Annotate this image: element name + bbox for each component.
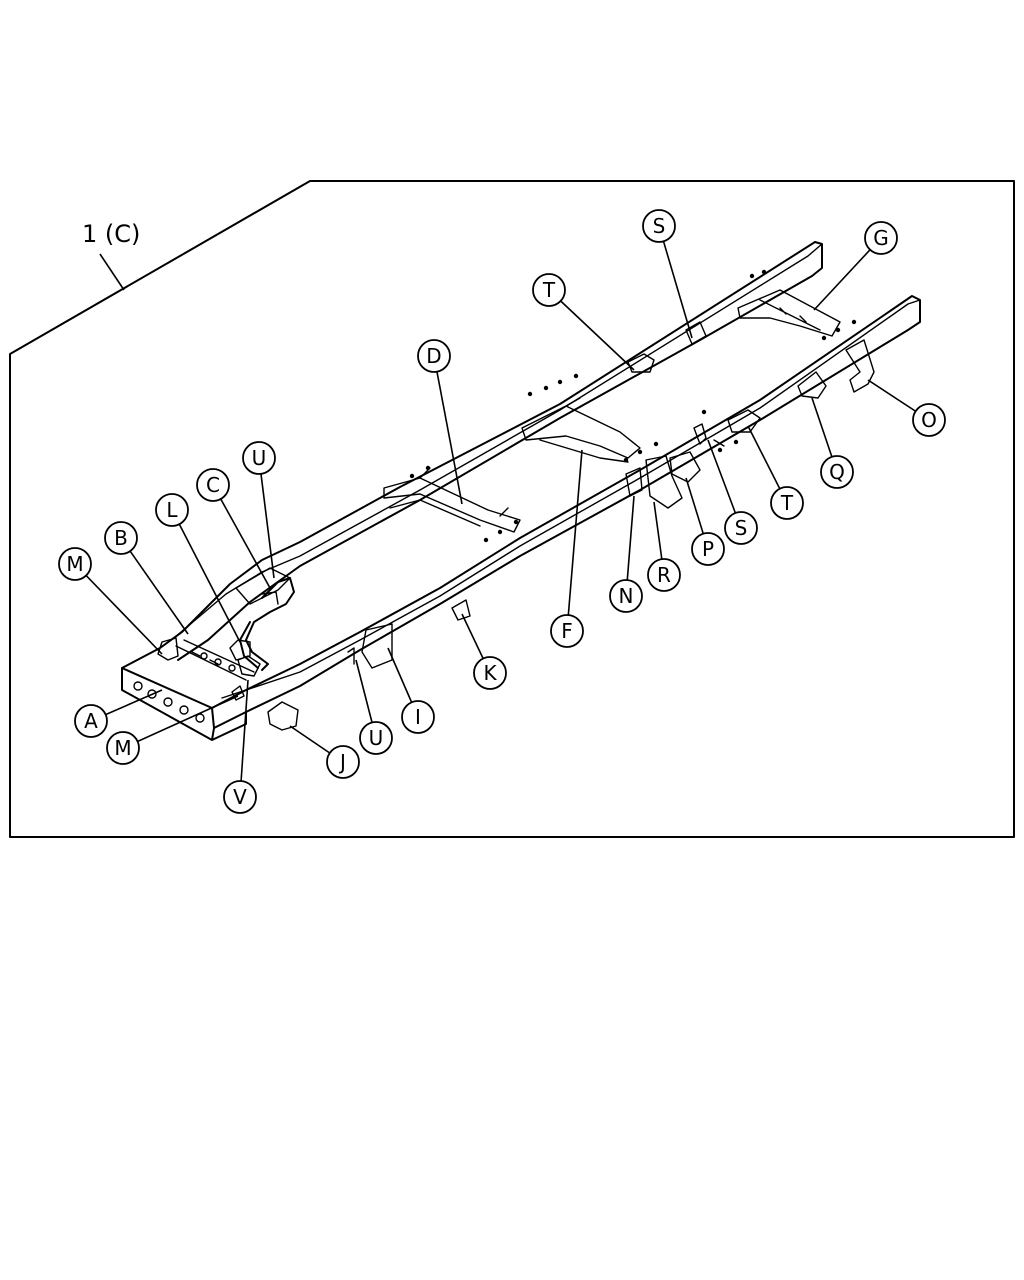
callout-g: G — [864, 221, 898, 255]
far-rail-top-edge — [173, 243, 823, 639]
svg-text:T: T — [542, 278, 556, 302]
svg-text:R: R — [657, 563, 671, 587]
svg-text:G: G — [873, 226, 889, 250]
callout-m-lower: M — [106, 731, 140, 765]
svg-text:P: P — [702, 537, 714, 561]
callout-i: I — [401, 700, 435, 734]
callout-j: J — [326, 745, 360, 779]
callout-o: O — [912, 403, 946, 437]
callout-t-lower: T — [770, 486, 804, 520]
svg-text:I: I — [415, 705, 421, 729]
callout-k: K — [473, 656, 507, 690]
svg-text:J: J — [338, 750, 346, 774]
svg-text:L: L — [166, 498, 178, 522]
svg-text:B: B — [114, 526, 128, 550]
svg-text:V: V — [233, 785, 247, 809]
callout-m-upper: M — [58, 547, 92, 581]
svg-text:S: S — [653, 214, 666, 238]
svg-text:S: S — [735, 516, 748, 540]
callouts: M B L C U D T S G O Q T S P R N — [58, 209, 946, 814]
callout-s-lower: S — [724, 511, 758, 545]
assembly-leader — [99, 253, 125, 291]
svg-text:A: A — [84, 709, 98, 733]
callout-d: D — [417, 339, 451, 373]
callout-c: C — [196, 468, 230, 502]
svg-text:M: M — [66, 552, 83, 576]
svg-text:N: N — [619, 584, 634, 608]
brackets — [157, 321, 875, 731]
callout-q: Q — [820, 455, 854, 489]
svg-text:M: M — [114, 736, 131, 760]
callout-a: A — [74, 704, 108, 738]
rail-holes — [409, 269, 857, 543]
crossmember-g — [737, 289, 841, 337]
leader-lines — [74, 225, 930, 798]
far-rail — [121, 241, 823, 669]
panel-border — [9, 180, 1015, 838]
chassis-frame — [121, 241, 921, 741]
callout-r: R — [647, 558, 681, 592]
svg-text:O: O — [921, 408, 937, 432]
front-crossmember-holes — [133, 681, 205, 723]
front-crossmember-2-holes — [200, 652, 236, 672]
front-crossmember-2 — [175, 639, 255, 681]
callout-l: L — [155, 493, 189, 527]
callout-n: N — [609, 579, 643, 613]
callout-v: V — [223, 780, 257, 814]
svg-text:C: C — [206, 473, 220, 497]
crossmember-d — [383, 467, 521, 533]
svg-text:Q: Q — [829, 460, 845, 484]
assembly-label: 1 (C) — [82, 220, 140, 248]
svg-text:F: F — [561, 619, 573, 643]
svg-text:K: K — [483, 661, 497, 685]
svg-text:U: U — [252, 446, 267, 470]
crossmember-f — [521, 397, 641, 463]
near-rail — [211, 295, 921, 729]
engine-mount-bracket — [239, 577, 295, 671]
callout-u-lower: U — [359, 721, 393, 755]
near-rail-top-edge — [221, 299, 921, 699]
callout-u-upper: U — [242, 441, 276, 475]
callout-s-upper: S — [642, 209, 676, 243]
front-crossmember — [121, 667, 247, 741]
callout-b: B — [104, 521, 138, 555]
svg-text:D: D — [426, 344, 441, 368]
svg-text:T: T — [780, 491, 794, 515]
svg-text:U: U — [369, 726, 384, 750]
callout-p: P — [691, 532, 725, 566]
callout-f: F — [550, 614, 584, 648]
callout-t-upper: T — [532, 273, 566, 307]
